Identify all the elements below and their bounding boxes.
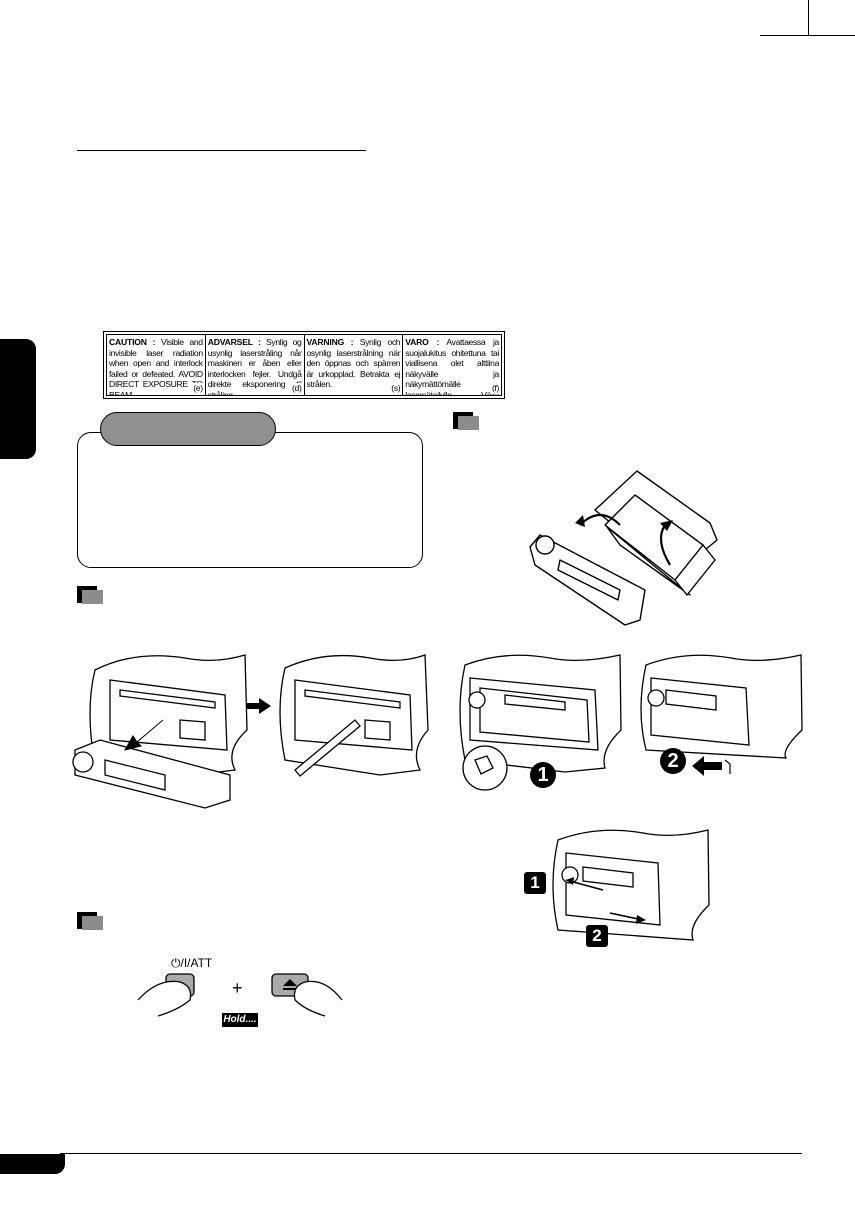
arrow-right-icon [247,698,271,714]
section-marker-icon [77,586,103,604]
crop-mark-horizontal [760,35,855,36]
section-marker-icon [77,912,103,930]
attach-panel-illustration [548,825,713,945]
note-pill-header [100,412,276,446]
reset-button-illustration [270,650,430,800]
step-number-square: 2 [586,925,608,947]
caution-heading: VARNING : [306,337,354,347]
pull-arrow-icon [692,756,732,776]
footer-rule [60,1153,802,1154]
caution-code: (d) [290,383,302,394]
caution-text: Synlig og usynlig laserstråling når mask… [207,337,302,395]
plus-sign: + [232,978,243,998]
caution-english: CAUTION : Visible and invisible laser ra… [107,335,205,395]
section-marker-icon [453,412,479,430]
step-number-badge: 2 [660,748,686,774]
caution-text: Avattaessa ja suojalukitus ohitettuna ta… [405,337,499,395]
caution-heading: CAUTION : [109,337,156,347]
laser-caution-label: CAUTION : Visible and invisible laser ra… [103,331,505,399]
note-box [77,432,423,568]
page-number-tab [0,1154,65,1174]
crop-mark-vertical [808,0,809,36]
caution-danish: ADVARSEL : Synlig og usynlig laserstråli… [204,335,304,395]
remove-panel-illustration-2 [636,650,806,765]
caution-swedish: VARNING : Synlig och osynlig laserstråln… [303,335,403,395]
carrying-case-illustration [525,465,730,630]
language-edge-tab [0,339,36,459]
step-number-square: 1 [524,872,546,894]
hold-label: Hold.... [222,1013,258,1027]
detach-panel-illustration [75,650,250,810]
step-number-badge: 1 [530,762,556,788]
caution-code: (f) [489,383,499,394]
caution-heading: ADVARSEL : [207,337,261,347]
finger-press-left-illustration [138,970,208,1020]
finger-press-eject-illustration [270,970,345,1020]
caution-heading: VARO : [405,337,440,347]
title-underline [77,150,366,151]
caution-text: Visible and invisible laser radiation wh… [109,337,203,395]
caution-code: (s) [389,383,401,394]
caution-finnish: VARO : Avattaessa ja suojalukitus ohitet… [402,335,501,395]
remove-panel-illustration-1 [455,650,625,795]
caution-code: (e) [191,383,203,394]
caution-text: Synlig och osynlig laserstrålning när de… [306,337,401,390]
power-att-label: ⏻/I/ATT [171,956,213,970]
